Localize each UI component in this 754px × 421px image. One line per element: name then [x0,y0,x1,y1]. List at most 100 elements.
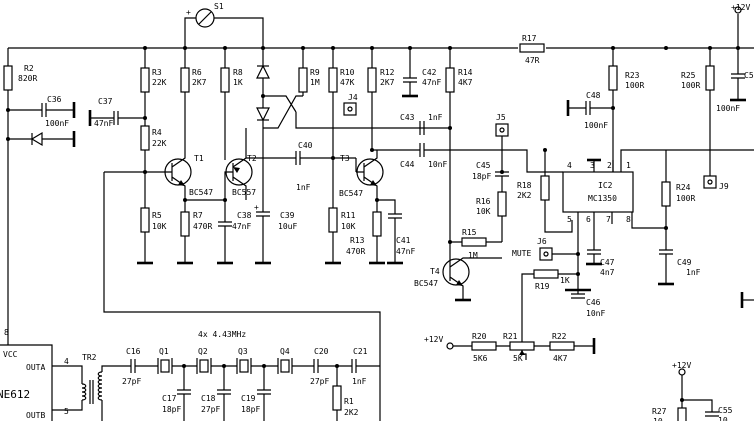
capacitor-c16-value: 27pF [122,377,141,386]
switch-s1-label: S1 [214,2,224,11]
resistor-r19-value: 1K [560,276,570,285]
capacitor-c44 [377,143,563,173]
resistor-r1 [332,364,342,421]
ic2-pin8: 8 [626,215,631,224]
capacitor-c19 [257,364,271,421]
capacitor-c44-ref: C44 [400,160,415,169]
resistor-r15-ref: R15 [462,228,477,237]
connector-j9[interactable] [703,175,717,189]
capacitor-c37 [88,110,147,126]
ic2-part: MC1350 [588,194,617,203]
wire-diode-cross [263,95,450,129]
resistor-r12 [367,48,377,152]
connector-j5[interactable] [495,123,509,172]
top-supply-rail [8,6,754,50]
resistor-r12-value: 2K7 [380,78,395,87]
transistor-t3-ref: T3 [340,154,350,163]
capacitor-c48 [566,100,615,116]
ne612-outa-label: OUTA [26,363,45,372]
resistor-r9-ref: R9 [310,68,320,77]
capacitor-c18-ref: C18 [201,394,216,403]
resistor-r22-value: 4K7 [553,354,568,363]
resistor-r16-value: 10K [476,207,491,216]
resistor-r10-ref: R10 [340,68,355,77]
resistor-r2 [3,48,13,328]
resistor-r25-ref: R25 [681,71,696,80]
transistor-t4-ref: T4 [430,267,440,276]
ic2-mc1350 [562,149,754,232]
capacitor-c39-value: 10uF [278,222,297,231]
resistor-r19-ref: R19 [535,282,550,291]
capacitor-c18-value: 27pF [201,405,220,414]
capacitor-c41-ref: C41 [396,236,411,245]
resistor-r20 [471,341,497,351]
resistor-r1-ref: R1 [344,397,354,406]
supply-label-top: +12V [731,3,750,12]
ic2-pin6: 6 [586,215,591,224]
transistor-t1-ref: T1 [194,154,204,163]
transformer-tr2-ref: TR2 [82,353,97,362]
resistor-r25-value: 100R [681,81,700,90]
capacitor-c43-ref: C43 [400,113,415,122]
crystal-note: 4x 4.43MHz [198,330,246,339]
transistor-t1 [164,48,192,202]
resistor-r3 [140,48,150,126]
resistor-r8-value: 1K [233,78,243,87]
ic2-pin2: 2 [607,161,612,170]
capacitor-c39: + [254,203,271,265]
capacitor-c43-value: 1nF [428,113,443,122]
zener-d5 [6,131,76,147]
resistor-r24-value: 100R [676,194,695,203]
resistor-r9 [298,48,308,96]
resistor-r13 [369,198,396,265]
resistor-r11-value: 10K [341,222,356,231]
resistor-r17-value: 47R [525,56,540,65]
capacitor-c40 [246,151,356,165]
switch-s1[interactable]: S1 + [184,2,264,48]
ic2-pin7: 7 [606,215,611,224]
capacitor-c19-value: 18pF [241,405,260,414]
resistor-r18 [540,148,573,233]
ic2-pin4: 4 [567,161,572,170]
resistor-r12-ref: R12 [380,68,395,77]
resistor-r18-value: 2K2 [517,191,532,200]
capacitor-c46 [565,272,591,299]
resistor-r4-value: 22K [152,139,167,148]
capacitor-c18 [217,364,231,421]
connector-j4-label: J4 [348,93,358,102]
capacitor-c42-ref: C42 [422,68,437,77]
capacitor-c38-ref: C38 [237,211,252,220]
capacitor-c5x-value: 100nF [716,104,740,113]
ne612-outb-label: OUTB [26,411,45,420]
capacitor-c16 [130,359,136,373]
resistor-r23-value: 100R [625,81,644,90]
resistor-r14-ref: R14 [458,68,473,77]
potentiometer-r21[interactable] [509,341,535,360]
transistor-t4 [442,257,502,302]
diode-d4 [256,94,270,212]
resistor-r3-ref: R3 [152,68,162,77]
resistor-r6-ref: R6 [192,68,202,77]
capacitor-c21-ref: C21 [353,347,368,356]
diode-d3 [256,48,270,96]
resistor-r13-value: 470R [346,247,365,256]
resistor-r5-ref: R5 [152,211,162,220]
crystal-q4 [277,358,293,374]
ne612-pin8: 8 [4,328,9,337]
connector-j4[interactable] [343,102,357,116]
resistor-r22 [549,338,596,354]
connector-j5-label: J5 [496,113,506,122]
capacitor-c48-value: 100nF [584,121,608,130]
capacitor-c44-value: 10nF [428,160,447,169]
capacitor-c19-ref: C19 [241,394,256,403]
capacitor-c40-ref: C40 [298,141,313,150]
ne612-vcc-label: VCC [3,350,18,359]
resistor-r7 [177,199,225,265]
resistor-r14-value: 4K7 [458,78,473,87]
crystal-q1-ref: Q1 [159,347,169,356]
resistor-r16 [497,191,507,242]
supply-input-left [446,342,594,350]
transistor-t2 [223,128,253,202]
resistor-r24-ref: R24 [676,183,691,192]
crystal-q3 [236,358,252,374]
